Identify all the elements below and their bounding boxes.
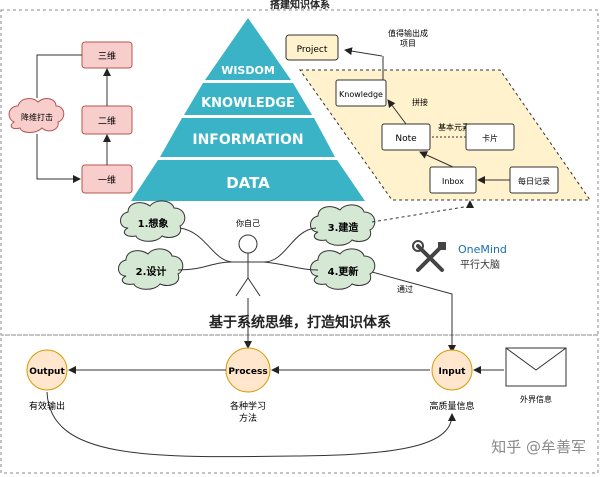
card-label: 卡片 [482, 133, 498, 143]
onemind-subtitle: 平行大脑 [460, 258, 500, 271]
person-head [238, 234, 258, 254]
line-3d-cloud [36, 54, 82, 98]
project-box [285, 34, 339, 61]
line-person-update [263, 261, 319, 271]
knowledge-label: KNOWLEDGE [201, 96, 295, 111]
pyramid-wisdom [205, 18, 291, 80]
person-section: 你自己 1.想象 2.设计 3.建造 4.更新 通过 [118, 200, 474, 353]
pyramid-data [131, 160, 365, 201]
dikw-pyramid: WISDOM KNOWLEDGE INFORMATION DATA [131, 18, 365, 201]
process-desc-1: 各种学习 [230, 400, 266, 412]
input-desc: 高质量信息 [429, 400, 474, 412]
pyramid-knowledge [184, 83, 312, 115]
cloud-build [310, 204, 376, 246]
basic-element-label: 基本元素 [438, 122, 470, 132]
process-name: Process [228, 367, 267, 377]
watermark: 知乎 @牟善军 [491, 438, 586, 456]
attack-cloud [8, 98, 65, 133]
onemind-block: OneMind 平行大脑 [412, 240, 507, 272]
process-desc-2: 方法 [239, 412, 257, 424]
attack-label: 降维打击 [21, 112, 53, 122]
dimension-ladder: 三维 二维 一维 降维打击 [8, 41, 133, 194]
daily-record-label: 每日记录 [518, 176, 550, 186]
wisdom-label: WISDOM [221, 64, 275, 77]
cloud-update [310, 248, 376, 290]
note-label: Note [395, 134, 417, 144]
arrow-to-project [344, 47, 383, 57]
inbox-label: Inbox [442, 177, 464, 186]
output-name: Output [29, 367, 65, 377]
external-info-label: 外界信息 [520, 394, 552, 404]
project-label: Project [297, 45, 328, 55]
bottom-frame [0, 334, 599, 474]
envelope-icon [505, 347, 567, 387]
io-flow: Output 有效输出 Process 各种学习 方法 Input 高质量信息 … [26, 347, 567, 458]
arrow-cloud-1d [36, 134, 81, 183]
line-person-design [177, 261, 233, 271]
person-leg-right [247, 277, 261, 297]
data-label: DATA [226, 174, 270, 192]
action-update: 4.更新 [328, 265, 359, 278]
level-2d-label: 二维 [98, 115, 116, 127]
arrow-build-pkm [371, 200, 474, 223]
tools-icon [412, 240, 446, 272]
cloud-imagine [120, 200, 186, 242]
top-frame [0, 9, 599, 336]
slogan: 基于系统思维，打造知识体系 [209, 315, 391, 331]
input-circle [431, 349, 473, 391]
arrow-note-knowledge [387, 99, 407, 125]
output-desc: 有效输出 [29, 400, 65, 412]
knowledge-box [335, 79, 387, 107]
output-circle [26, 349, 68, 391]
pass-label: 通过 [397, 284, 413, 294]
action-build: 3.建造 [328, 221, 360, 234]
person-leg-left [235, 277, 249, 297]
action-design: 2.设计 [136, 265, 167, 278]
input-name: Input [439, 367, 467, 377]
pyramid-information [160, 118, 335, 157]
diagram-title: 搭建知识体系 [270, 0, 330, 11]
project-note-2: 项目 [400, 39, 416, 48]
knowledge-box-label: Knowledge [339, 90, 383, 99]
arrow-inbox-note [419, 151, 454, 168]
feedback-loop-arrow [46, 391, 456, 458]
onemind-name: OneMind [458, 243, 507, 256]
action-imagine: 1.想象 [138, 217, 169, 230]
cloud-design [118, 248, 184, 290]
person-label: 你自己 [236, 218, 260, 228]
arrow-update-input [371, 271, 456, 353]
level-1d-label: 一维 [98, 174, 116, 186]
level-3d-label: 三维 [98, 50, 116, 62]
line-person-build [263, 227, 317, 263]
project-note-1: 值得输出成 [388, 28, 428, 38]
join-label: 拼接 [412, 97, 428, 107]
information-label: INFORMATION [192, 132, 303, 148]
pkm-panel: Project 值得输出成 项目 Knowledge Note 拼接 基本元素 … [285, 28, 591, 201]
line-person-imagine [179, 227, 233, 263]
